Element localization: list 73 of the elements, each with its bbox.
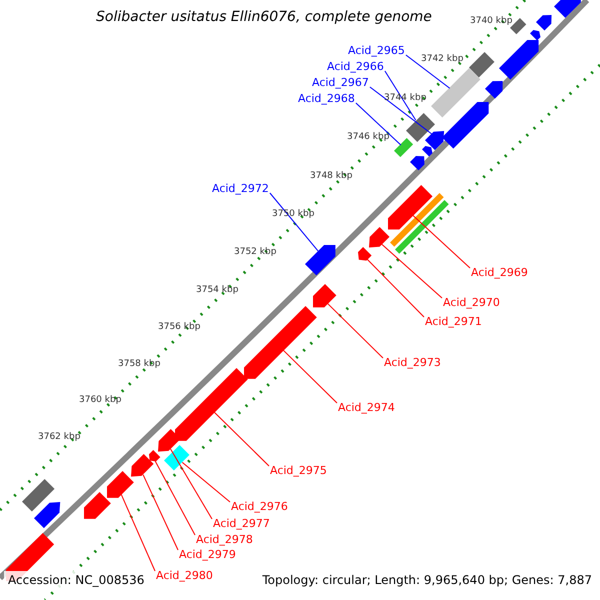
gene-block — [304, 244, 336, 276]
gene-bar — [390, 193, 444, 247]
gene-block — [422, 146, 432, 156]
scale-label: 3758 kbp — [118, 359, 160, 370]
gene-block — [410, 156, 424, 170]
gene-box — [431, 68, 481, 118]
leader-line — [355, 102, 402, 146]
leader-line — [326, 302, 384, 358]
gene-label: Acid_2980 — [156, 569, 213, 582]
gene-label: Acid_2971 — [425, 315, 482, 328]
gene-block — [536, 15, 552, 31]
gene-label: Acid_2973 — [384, 356, 441, 369]
gene-block — [34, 502, 61, 529]
gene-block — [388, 184, 432, 230]
gene-label: Acid_2970 — [443, 296, 500, 309]
leader-line — [214, 412, 270, 466]
title: Solibacter usitatus Ellin6076, complete genome — [96, 9, 432, 25]
gene-block — [358, 246, 372, 260]
gene-label: Acid_2968 — [298, 92, 355, 105]
leader-line — [154, 460, 196, 536]
scale-label: 3762 kbp — [38, 432, 80, 443]
gene-block — [313, 284, 336, 307]
gene-label: Acid_2979 — [179, 548, 236, 561]
gene-label: Acid_2966 — [327, 60, 384, 73]
gene-block — [131, 454, 154, 477]
gene-block — [484, 80, 502, 98]
leader-line — [369, 86, 432, 134]
gene-box — [22, 478, 54, 512]
gene-label: Acid_2965 — [348, 44, 405, 57]
gene-block — [244, 306, 318, 379]
scale-label: 3754 kbp — [196, 285, 238, 296]
gene-block — [158, 429, 181, 452]
scale-label: 3756 kbp — [158, 322, 200, 333]
leader-line — [384, 70, 416, 121]
scale-label: 3760 kbp — [79, 395, 122, 406]
genome-info-text: Topology: circular; Length: 9,965,640 bp; Genes: 7,887 — [262, 573, 592, 587]
scale-label: 3746 kbp — [347, 132, 390, 143]
leader-line — [412, 214, 470, 268]
gene-block — [107, 470, 134, 498]
gene-label: Acid_2975 — [270, 464, 327, 477]
scale-label: 3752 kbp — [234, 247, 276, 258]
gene-bar — [395, 200, 449, 254]
leader-line — [170, 448, 212, 520]
gene-label: Acid_2969 — [471, 266, 528, 279]
leader-line — [182, 462, 230, 502]
gene-label: Acid_2974 — [338, 401, 395, 414]
gene-label: Acid_2978 — [196, 533, 253, 546]
leader-line — [142, 474, 178, 550]
leader-line — [366, 258, 424, 318]
gene-block — [442, 102, 488, 150]
gene-block — [369, 227, 390, 248]
leader-line — [405, 54, 450, 89]
leader-line — [381, 244, 442, 298]
gene-label: Acid_2967 — [312, 76, 369, 89]
gene-block — [424, 130, 444, 150]
leader-line — [283, 350, 338, 404]
gene-box — [394, 138, 414, 158]
scale-label: 3748 kbp — [310, 171, 352, 182]
gene-block — [148, 450, 160, 462]
gene-label: Acid_2972 — [212, 182, 269, 195]
gene-box — [406, 112, 434, 142]
gene-block — [84, 492, 112, 519]
gene-label: Acid_2977 — [213, 517, 270, 530]
scale-label: 3742 kbp — [421, 54, 464, 65]
gene-block — [554, 0, 581, 18]
gene-block — [499, 40, 539, 80]
scale-label: 3740 kbp — [470, 16, 512, 27]
gene-label: Acid_2976 — [231, 500, 288, 513]
leader-line — [269, 192, 319, 252]
leader-line — [120, 494, 156, 572]
gene-block — [175, 368, 248, 441]
gene-box — [469, 52, 495, 78]
gene-box — [164, 445, 190, 471]
